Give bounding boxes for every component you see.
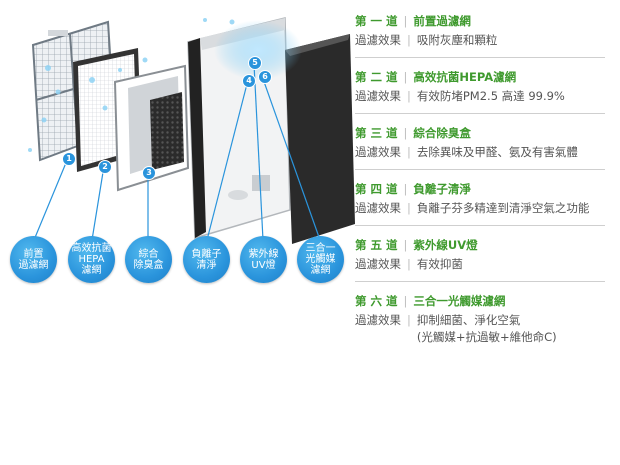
label-photocatalyst: 三合一 光觸媒 濾網	[297, 236, 344, 283]
marker-5: 5	[248, 56, 262, 70]
leader-line-2	[92, 166, 104, 240]
stage-2-body: 過濾效果| 有效防堵PM2.5 高達 99.9%	[355, 88, 605, 105]
label-pre-filter: 前置 過濾網	[10, 236, 57, 283]
stage-3: 第 三 道|綜合除臭盒 過濾效果| 去除異味及甲醛、氨及有害氣體	[355, 122, 605, 161]
marker-3: 3	[142, 166, 156, 180]
stage-3-effect: 去除異味及甲醛、氨及有害氣體	[417, 144, 578, 161]
stage-1-body: 過濾效果| 吸附灰塵和顆粒	[355, 32, 605, 49]
label-deodorizer-text: 綜合 除臭盒	[134, 249, 164, 271]
stage-3-title: 第 三 道|綜合除臭盒	[355, 122, 605, 144]
label-uv-lamp: 紫外線 UV燈	[240, 236, 287, 283]
stage-6-body: 過濾效果| 抑制細菌、淨化空氣 (光觸媒+抗過敏+維他命C)	[355, 312, 605, 346]
marker-4: 4	[242, 74, 256, 88]
stage-3-name: 綜合除臭盒	[413, 122, 471, 144]
stage-4-effect-label: 過濾效果	[355, 200, 401, 217]
stage-6-effect-line-2: (光觸媒+抗過敏+維他命C)	[417, 329, 557, 346]
stage-1-title: 第 一 道|前置過濾網	[355, 10, 605, 32]
stage-5-name: 紫外線UV燈	[413, 234, 477, 256]
stage-2: 第 二 道|高效抗菌HEPA濾網 過濾效果| 有效防堵PM2.5 高達 99.9…	[355, 66, 605, 105]
stage-1-name: 前置過濾網	[413, 10, 471, 32]
marker-1: 1	[62, 152, 76, 166]
stage-4-body: 過濾效果| 負離子芬多精達到清淨空氣之功能	[355, 200, 605, 217]
stage-1-effect-label: 過濾效果	[355, 32, 401, 49]
stage-1-effect: 吸附灰塵和顆粒	[417, 32, 498, 49]
label-pre-filter-text: 前置 過濾網	[19, 249, 49, 271]
stage-2-effect-label: 過濾效果	[355, 88, 401, 105]
stage-4: 第 四 道|負離子清淨 過濾效果| 負離子芬多精達到清淨空氣之功能	[355, 178, 605, 217]
stage-5-ordinal: 第 五 道	[355, 234, 398, 256]
marker-6: 6	[258, 70, 272, 84]
stage-1: 第 一 道|前置過濾網 過濾效果| 吸附灰塵和顆粒	[355, 10, 605, 49]
stage-1-ordinal: 第 一 道	[355, 10, 398, 32]
stage-5-effect: 有效抑菌	[417, 256, 463, 273]
label-hepa-filter-text: 高效抗菌 HEPA 濾網	[72, 243, 112, 276]
stage-2-title: 第 二 道|高效抗菌HEPA濾網	[355, 66, 605, 88]
label-deodorizer: 綜合 除臭盒	[125, 236, 172, 283]
divider	[355, 225, 605, 226]
stage-6-name: 三合一光觸媒濾網	[413, 290, 505, 312]
stage-5: 第 五 道|紫外線UV燈 過濾效果| 有效抑菌	[355, 234, 605, 273]
stage-5-title: 第 五 道|紫外線UV燈	[355, 234, 605, 256]
stage-4-effect: 負離子芬多精達到清淨空氣之功能	[417, 200, 590, 217]
label-photocatalyst-text: 三合一 光觸媒 濾網	[306, 243, 336, 276]
divider	[355, 281, 605, 282]
stage-6-title: 第 六 道|三合一光觸媒濾網	[355, 290, 605, 312]
stage-3-effect-label: 過濾效果	[355, 144, 401, 161]
label-uv-lamp-text: 紫外線 UV燈	[249, 249, 279, 271]
stage-2-ordinal: 第 二 道	[355, 66, 398, 88]
stage-2-name: 高效抗菌HEPA濾網	[413, 66, 516, 88]
stage-6-effect-label: 過濾效果	[355, 312, 401, 346]
stage-3-body: 過濾效果| 去除異味及甲醛、氨及有害氣體	[355, 144, 605, 161]
label-negative-ion: 負離子 清淨	[183, 236, 230, 283]
stage-4-ordinal: 第 四 道	[355, 178, 398, 200]
divider	[355, 57, 605, 58]
stage-4-name: 負離子清淨	[413, 178, 471, 200]
leader-line-1	[34, 158, 68, 240]
uv-glow	[214, 20, 302, 80]
stage-4-title: 第 四 道|負離子清淨	[355, 178, 605, 200]
stage-list: 第 一 道|前置過濾網 過濾效果| 吸附灰塵和顆粒 第 二 道|高效抗菌HEPA…	[355, 10, 605, 346]
label-hepa-filter: 高效抗菌 HEPA 濾網	[68, 236, 115, 283]
label-negative-ion-text: 負離子 清淨	[192, 249, 222, 271]
stage-5-body: 過濾效果| 有效抑菌	[355, 256, 605, 273]
stage-5-effect-label: 過濾效果	[355, 256, 401, 273]
divider	[355, 169, 605, 170]
stage-6: 第 六 道|三合一光觸媒濾網 過濾效果| 抑制細菌、淨化空氣 (光觸媒+抗過敏+…	[355, 290, 605, 346]
stage-6-effect-line-1: 抑制細菌、淨化空氣	[417, 312, 557, 329]
marker-2: 2	[98, 160, 112, 174]
stage-3-ordinal: 第 三 道	[355, 122, 398, 144]
divider	[355, 113, 605, 114]
stage-2-effect: 有效防堵PM2.5 高達 99.9%	[417, 88, 565, 105]
stage-6-ordinal: 第 六 道	[355, 290, 398, 312]
